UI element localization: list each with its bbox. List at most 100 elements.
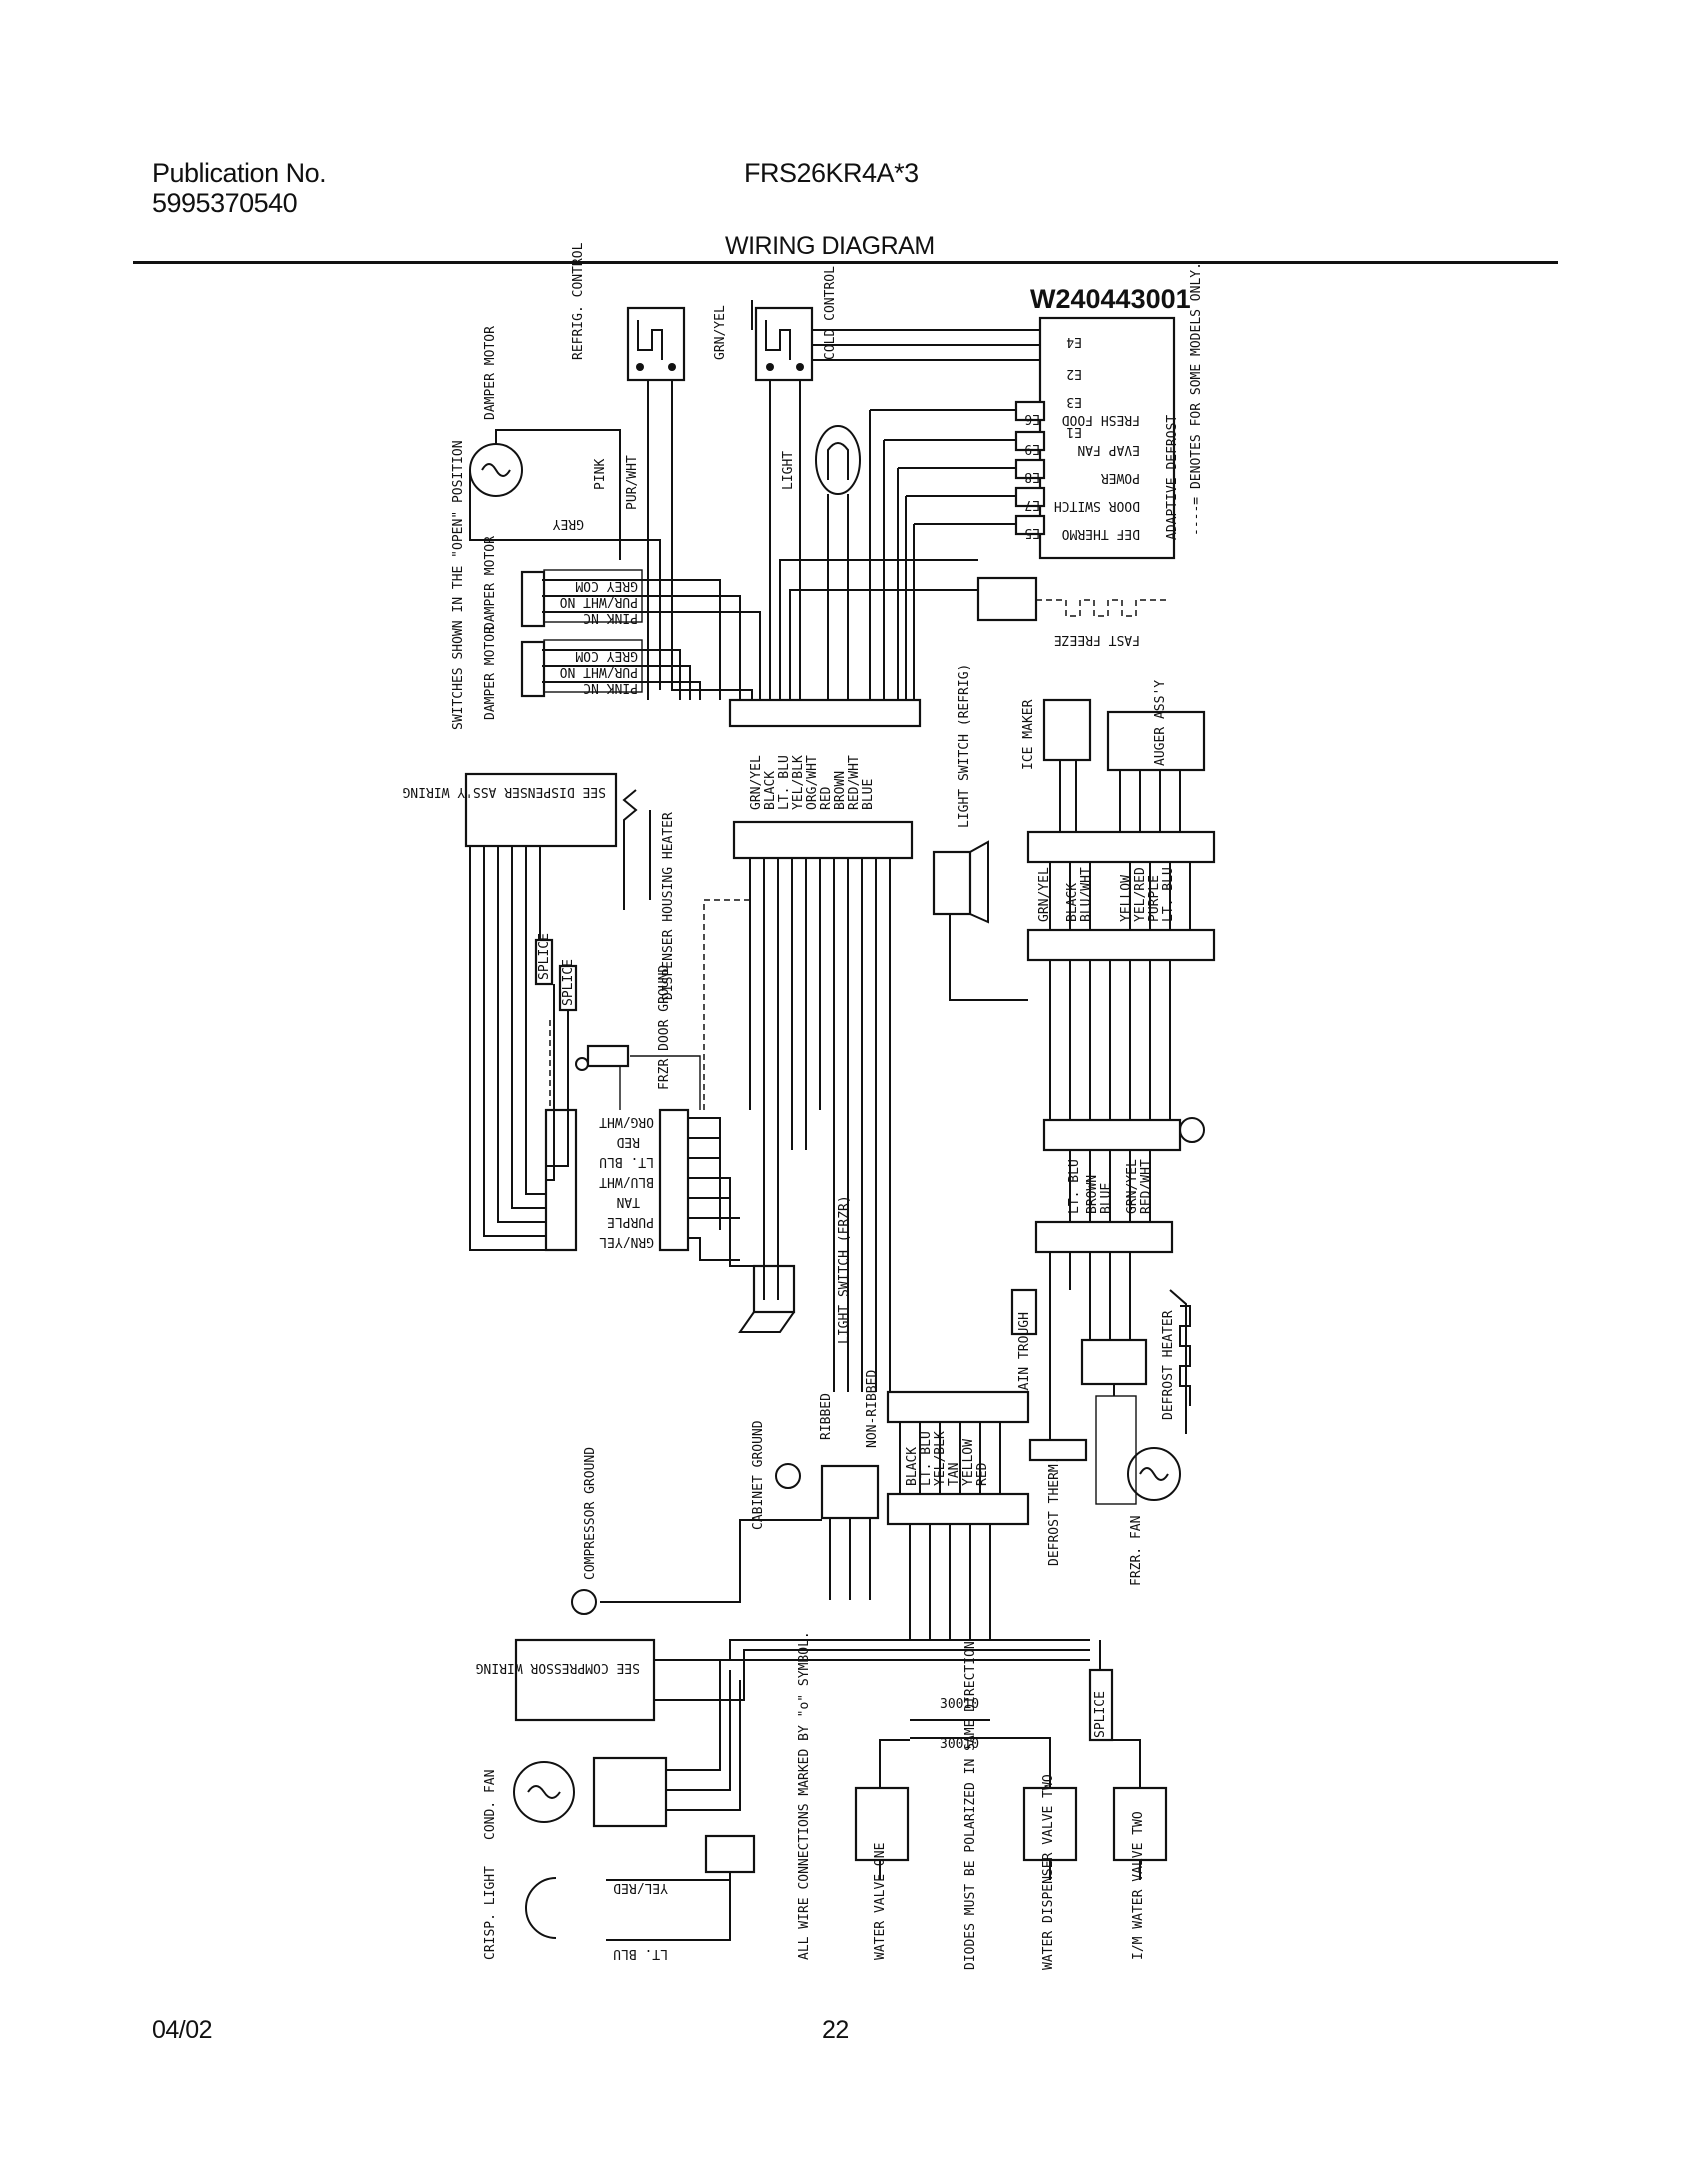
upper-main-connector (728, 698, 922, 728)
non-ribbed-label: NON-RIBBED (865, 1370, 880, 1448)
pin-e6: E6 (1024, 411, 1040, 426)
splice-label-3: SPLICE (1093, 1691, 1108, 1738)
door-harness-lt-blu: LT. BLU (599, 1154, 654, 1169)
model-number: FRS26KR4A*3 (744, 158, 919, 188)
diode-1-label: 30010 (940, 1697, 979, 1712)
main-harness-org-wht: ORG/WHT (805, 755, 820, 810)
lt-blu-label: LT. BLU (613, 1946, 668, 1961)
adaptive-defrost-label: ADAPTIVE DEFROST (1165, 415, 1180, 540)
main-harness-brown: BROWN (833, 771, 848, 810)
damper-switch-2-pur-wht-no: PUR/WHT NO (560, 664, 638, 679)
grey-label: GREY (553, 516, 584, 531)
frzr-fan: FRZR. FAN (1095, 1395, 1181, 1586)
main-harness-lt-blu: LT. BLU (777, 755, 792, 810)
light-switch-refrig-label: LIGHT SWITCH (REFRIG) (957, 664, 972, 828)
ice-connector-top (1026, 830, 1216, 864)
output-power: POWER (1101, 470, 1140, 485)
compressor-wiring: SEE COMPRESSOR WIRING (475, 1638, 656, 1722)
ice-harness-black: BLACK (1065, 883, 1080, 922)
main-harness-blue: BLUE (861, 779, 876, 810)
ice-maker: ICE MAKER (1021, 698, 1092, 770)
main-harness-black: BLACK (763, 771, 778, 810)
door-harness: ORG/WHT RED LT. BLU BLU/WHT TAN PURPLE G… (544, 1108, 690, 1252)
compressor-wiring-label: SEE COMPRESSOR WIRING (475, 1660, 640, 1675)
crisp-light: CRISP. LIGHT YEL/RED LT. BLU (483, 1834, 756, 1961)
wire-connection-note: ALL WIRE CONNECTIONS MARKED BY "o" SYMBO… (797, 1631, 812, 1960)
splice-dispenser: SPLICE SPLICE (534, 933, 578, 1012)
main-harness-yel-blk: YEL/BLK (791, 755, 806, 810)
output-door-switch: DOOR SWITCH (1054, 498, 1140, 513)
diode-note: DIODES MUST BE POLARIZED IN SAME DIRECTI… (963, 1641, 978, 1970)
ice-harness-lt-blu: LT. BLU (1161, 867, 1176, 922)
main-harness-grn-yel: GRN/YEL (749, 755, 764, 810)
lower-harness: BLACK LT. BLU YEL/BLK TAN YELLOW RED (886, 1390, 1030, 1526)
dispenser-assy-wiring: SEE DISPENSER ASS'Y WIRING DISPENSER HOU… (402, 772, 676, 1000)
ice-wiring (1049, 760, 1191, 930)
grn-yel-label: GRN/YEL (713, 305, 728, 360)
ice-harness-yel-red: YEL/RED (1133, 867, 1148, 922)
door-harness-purple: PURPLE (607, 1214, 654, 1229)
adaptive-defrost-note: ----= DENOTES FOR SOME MODELS ONLY. (1189, 262, 1204, 536)
damper-switch-2: GREY COM PUR/WHT NO PINK NC DAMPER MOTOR… (483, 536, 643, 720)
defrost-heater-label: DEFROST HEATER (1161, 1310, 1176, 1420)
door-harness-grn-yel: GRN/YEL (599, 1234, 654, 1249)
door-harness-red: RED (616, 1134, 640, 1149)
terminal-e4: E4 (1066, 334, 1082, 349)
lower-harness-lt-blu: LT. BLU (919, 1431, 934, 1486)
frzr-door-ground: FRZR DOOR GROUND (575, 965, 672, 1090)
water-valve-one-label: WATER VALVE ONE (873, 1843, 888, 1960)
lower-wiring (469, 846, 1171, 1941)
drain-trough: DRAIN TROUGH (1010, 1288, 1038, 1406)
pur-wht-label: PUR/WHT (625, 455, 640, 510)
pin-e7: E7 (1024, 497, 1040, 512)
main-harness-red: RED (819, 786, 834, 810)
publication-number: 5995370540 (152, 188, 298, 218)
pin-e5: E5 (1024, 525, 1040, 540)
defrost-therm: DEFROST THERM. (1028, 1438, 1088, 1566)
splice-valves: SPLICE (1088, 1668, 1114, 1742)
adaptive-defrost-board: E4 E2 E3 E1 FRESH FOOD EVAP FAN POWER DO… (1014, 262, 1204, 560)
light-switch-frzr: LIGHT SWITCH (FRZR) (738, 1195, 852, 1344)
cold-control: COLD CONTROL GRN/YEL (713, 266, 838, 382)
damper-switch-2-grey-com: GREY COM (575, 648, 638, 663)
ice-harness-blu-wht: BLU/WHT (1079, 867, 1094, 922)
defrost-therm-label: DEFROST THERM. (1047, 1456, 1062, 1566)
defrost-harness-grn-yel: GRN/YEL (1125, 1159, 1140, 1214)
upper-wiring (469, 300, 1040, 700)
refrig-control: REFRIG. CONTROL (571, 242, 686, 382)
diodes: 30010 30010 DIODES MUST BE POLARIZED IN … (910, 1641, 990, 1970)
pink-label: PINK (593, 459, 608, 490)
output-evap-fan: EVAP FAN (1077, 442, 1140, 457)
im-water-valve-two-label: I/M WATER VALVE TWO (1131, 1811, 1146, 1960)
diode-2-label: 30010 (940, 1737, 979, 1752)
terminal-e3: E3 (1066, 394, 1082, 409)
cold-control-label: COLD CONTROL (823, 266, 838, 360)
output-fresh-food: FRESH FOOD (1062, 412, 1140, 427)
dispenser-heater-label: DISPENSER HOUSING HEATER (661, 812, 676, 1000)
page-number: 22 (822, 2016, 849, 2044)
light-switch-frzr-label: LIGHT SWITCH (FRZR) (837, 1195, 852, 1344)
light-switch-refrig: LIGHT SWITCH (REFRIG) (932, 664, 989, 924)
ice-harness: GRN/YEL BLACK BLU/WHT YELLOW YEL/RED PUR… (1026, 867, 1216, 962)
ribbed-label: RIBBED (819, 1393, 834, 1440)
pin-e9: E9 (1024, 441, 1040, 456)
defrost-harness-blue: BLUE (1099, 1183, 1114, 1214)
compressor-ground: COMPRESSOR GROUND (571, 1447, 598, 1615)
pin-e8: E8 (1024, 469, 1040, 484)
lower-harness-black: BLACK (905, 1447, 920, 1486)
damper-switch-1-pur-wht-no: PUR/WHT NO (560, 594, 638, 609)
part-number: W240443001 (1030, 284, 1191, 314)
terminal-e1: E1 (1066, 424, 1082, 439)
water-valve-one: WATER VALVE ONE (854, 1786, 910, 1960)
cond-fan: COND. FAN (483, 1756, 668, 1840)
yel-red-label: YEL/RED (613, 1880, 668, 1895)
splice-label-1: SPLICE (537, 933, 552, 980)
crisp-light-label: CRISP. LIGHT (483, 1866, 498, 1960)
ice-maker-label: ICE MAKER (1021, 699, 1036, 770)
lower-harness-tan: TAN (947, 1463, 962, 1486)
defrost-harness: LT. BLU BROWN BLUE GRN/YEL RED/WHT (1034, 1117, 1205, 1254)
damper-switch-1-grey-com: GREY COM (575, 578, 638, 593)
drain-trough-label: DRAIN TROUGH (1017, 1312, 1032, 1406)
output-def-thermo: DEF THERMO (1062, 526, 1140, 541)
